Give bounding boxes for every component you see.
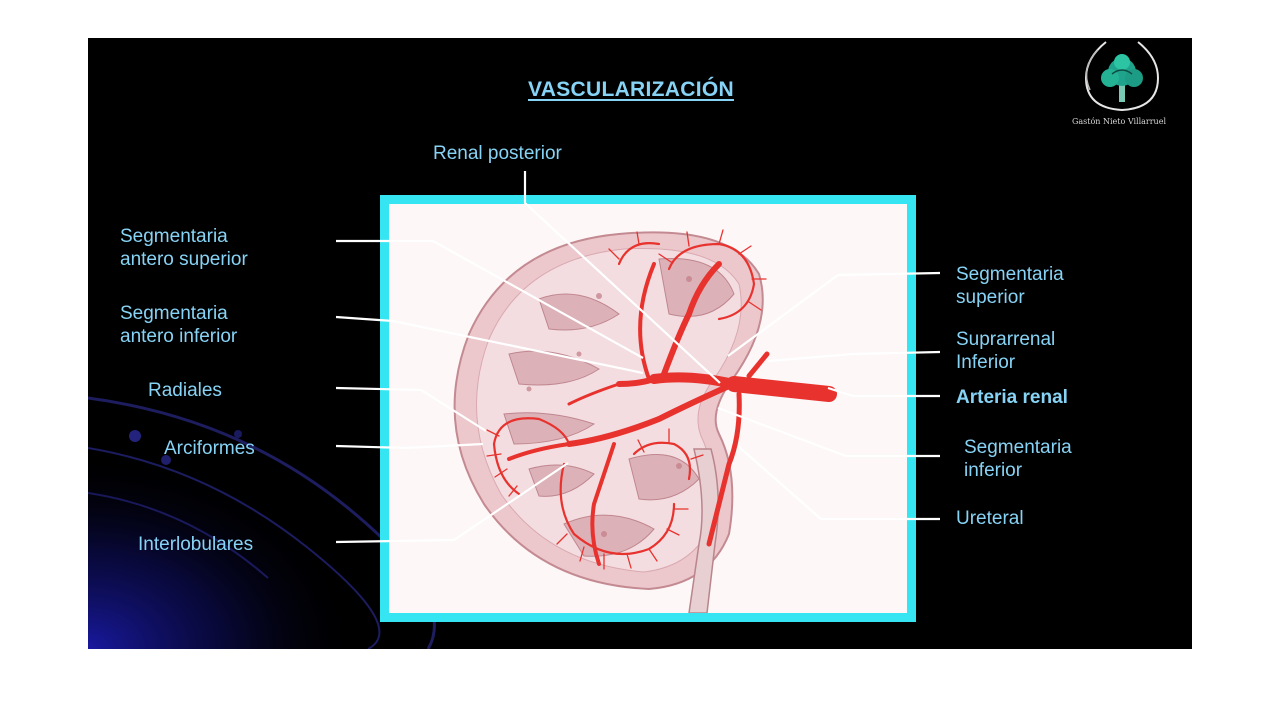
logo-caption: Gastón Nieto Villarruel: [1071, 117, 1167, 126]
label-renal-posterior: Renal posterior: [433, 143, 562, 164]
label-ureteral: Ureteral: [956, 508, 1024, 529]
label-line: Suprarrenal: [956, 329, 1056, 350]
label-segmentaria-antero-superior: Segmentaria antero superior: [120, 225, 248, 271]
label-line: Inferior: [956, 352, 1016, 373]
slide: VASCULARIZACIÓN Gastón Nieto Villarruel: [88, 38, 1192, 649]
label-arteria-renal: Arteria renal: [956, 387, 1068, 408]
tree-logo-icon: [1084, 41, 1160, 112]
label-arciformes: Arciformes: [164, 438, 255, 459]
label-segmentaria-antero-inferior: Segmentaria antero inferior: [120, 302, 237, 348]
label-interlobulares: Interlobulares: [138, 534, 254, 555]
label-line: Segmentaria: [120, 303, 228, 324]
label-segmentaria-superior: Segmentaria superior: [956, 263, 1064, 309]
label-line: inferior: [964, 460, 1023, 481]
slide-title: VASCULARIZACIÓN: [528, 78, 734, 101]
ureter: [688, 448, 719, 613]
arteria-renal-vessel: [726, 376, 837, 402]
kidney-illustration-frame: [380, 195, 916, 622]
label-segmentaria-inferior: Segmentaria inferior: [964, 436, 1072, 482]
label-suprarrenal-inferior: Suprarrenal Inferior: [956, 328, 1055, 374]
kidney-illustration: [453, 229, 837, 613]
label-line: Segmentaria: [120, 226, 228, 247]
label-line: Segmentaria: [964, 437, 1072, 458]
label-radiales: Radiales: [148, 380, 222, 401]
label-line: antero superior: [120, 249, 248, 270]
label-line: Segmentaria: [956, 264, 1064, 285]
label-line: superior: [956, 287, 1025, 308]
label-line: antero inferior: [120, 326, 238, 347]
